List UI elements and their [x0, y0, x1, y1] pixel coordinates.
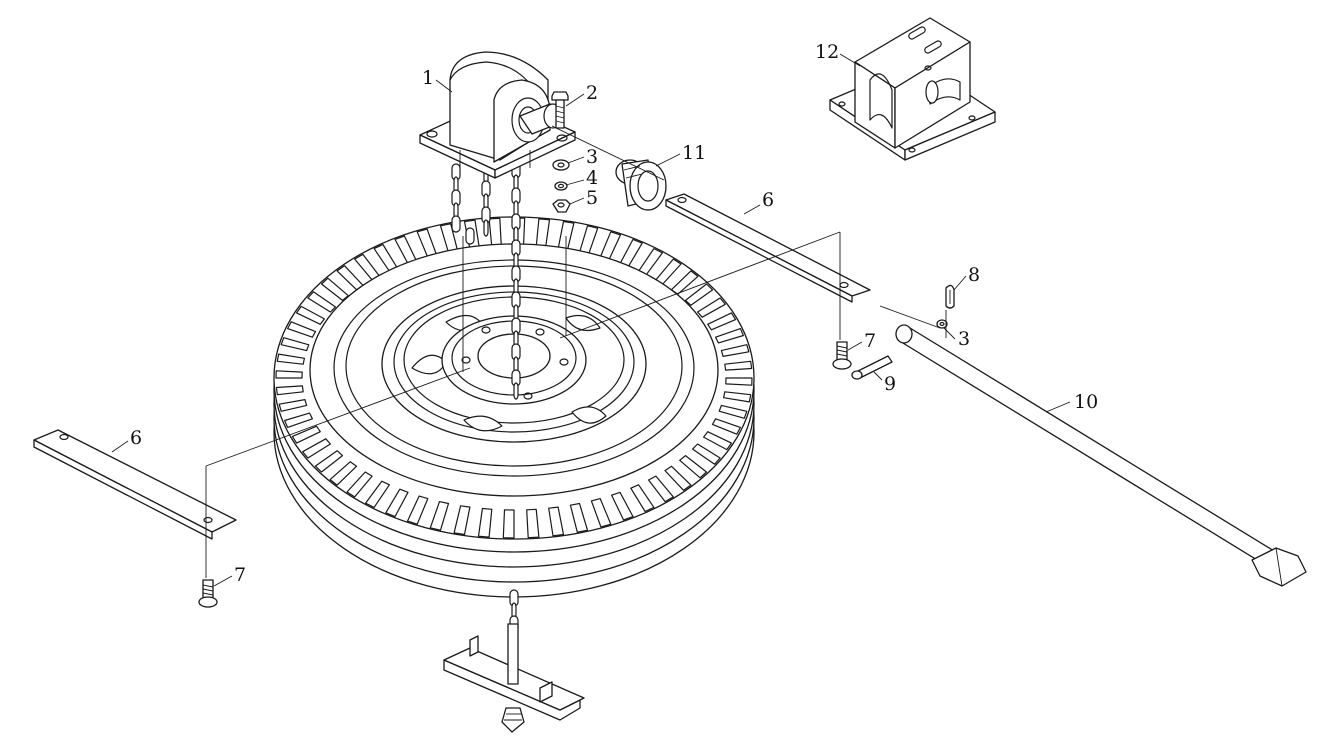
tread-block [696, 297, 726, 318]
tread-block [329, 461, 358, 486]
tread-block [275, 370, 303, 379]
tire-tread-blocks [275, 217, 753, 539]
tread-block [720, 344, 750, 357]
chain-link [483, 219, 489, 237]
callout-5: 5 [586, 187, 598, 209]
callout-4: 4 [586, 167, 598, 189]
tread-block [569, 502, 589, 533]
callout-6-right: 6 [762, 189, 774, 211]
part-7-bolt-left [198, 579, 218, 608]
callout-2: 2 [586, 82, 598, 104]
tread-block [718, 404, 748, 419]
tread-block [276, 353, 305, 365]
chain-link [465, 227, 475, 245]
tread-block [707, 312, 737, 331]
tread-block [280, 337, 310, 352]
callout-3-top: 3 [586, 146, 598, 168]
tread-block [691, 443, 721, 465]
tread-block [365, 480, 390, 508]
tread-block [429, 501, 450, 531]
part-8-cotter-pin [945, 284, 955, 309]
tread-block [278, 399, 308, 412]
tread-block [526, 508, 540, 539]
tread-block [284, 412, 313, 428]
tread-block [291, 425, 321, 444]
part-2-bolt [551, 91, 569, 129]
tread-block [275, 385, 304, 396]
callout-leaders [111, 53, 1071, 587]
callout-6-left: 6 [130, 427, 142, 449]
part-12-bracket [829, 17, 996, 161]
tread-block [346, 471, 373, 498]
assembly-lines [205, 125, 947, 578]
part-10-handle-rod [895, 324, 1307, 587]
chain-link [513, 382, 519, 400]
callout-1: 1 [422, 67, 434, 89]
tread-block [725, 377, 753, 386]
callout-3-right: 3 [958, 328, 970, 350]
tread-block [630, 484, 655, 513]
chain-link [451, 215, 461, 233]
tread-block [664, 465, 692, 491]
callout-10: 10 [1074, 391, 1098, 413]
part-7-bolt-right [832, 341, 852, 370]
tread-block [610, 491, 634, 521]
tread-block [502, 509, 515, 539]
part-9-pin [851, 355, 893, 380]
tread-block [385, 488, 409, 518]
tread-block [488, 217, 502, 248]
tread-block [287, 321, 317, 338]
tread-block [307, 291, 336, 313]
spare-wheel-assembly [273, 216, 755, 598]
part-5-nut [552, 199, 571, 213]
callout-labels: 1 2 3 4 5 11 6 8 3 7 9 10 12 6 7 [130, 41, 1098, 586]
callout-9: 9 [884, 373, 896, 395]
lower-hook-bracket [443, 623, 585, 733]
tread-block [590, 498, 612, 528]
tread-block [722, 391, 752, 403]
callout-11: 11 [682, 142, 706, 164]
tread-block [314, 450, 344, 473]
tread-block [406, 495, 429, 525]
part-6-plate-right [665, 193, 871, 303]
part-3-washer-right [936, 319, 948, 329]
tread-block [302, 438, 331, 459]
tread-block [296, 305, 325, 325]
callout-12: 12 [815, 41, 839, 63]
tread-block [548, 506, 565, 537]
tread-block [684, 283, 714, 306]
callout-8: 8 [968, 264, 980, 286]
tread-block [647, 475, 674, 503]
tread-block [714, 328, 745, 344]
part-4-lock-washer [554, 181, 568, 191]
tread-block [679, 455, 708, 479]
callout-7-right: 7 [864, 330, 876, 352]
tread-block [702, 431, 733, 451]
tread-block [320, 277, 349, 301]
chain-links [451, 161, 521, 646]
part-6-plate-left [33, 429, 237, 540]
tread-block [711, 418, 742, 435]
tread-block [453, 505, 471, 536]
tread-block [477, 507, 493, 538]
part-11-bushing [615, 159, 667, 211]
callout-7-left: 7 [234, 564, 246, 586]
part-1-winch-body [419, 51, 576, 179]
tread-block [724, 360, 753, 371]
part-3-washer-top [552, 159, 570, 171]
